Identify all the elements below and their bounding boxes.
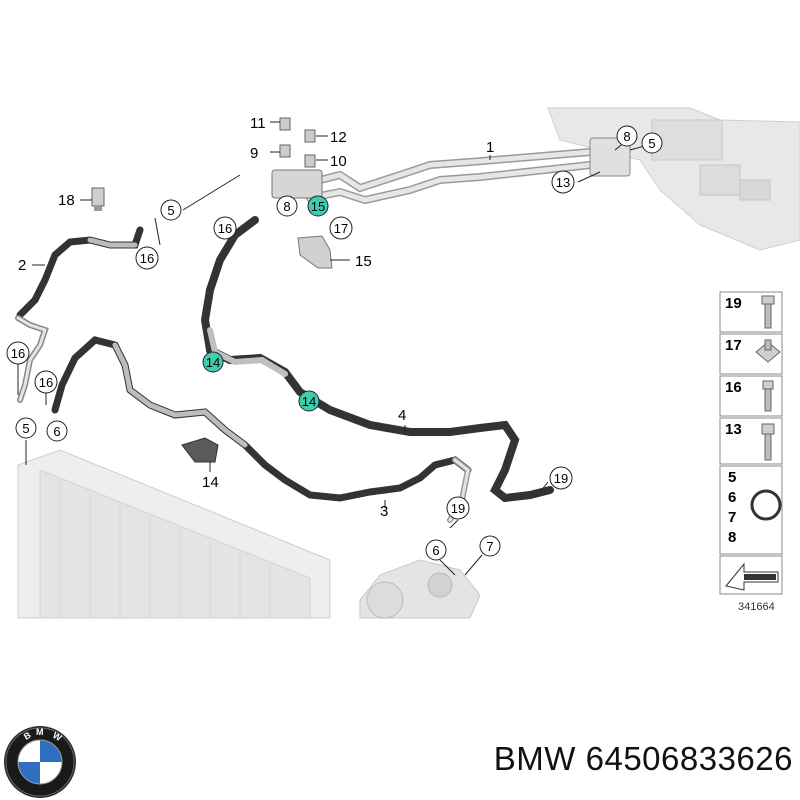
label-1: 1 <box>486 139 494 156</box>
label-12: 12 <box>330 129 347 146</box>
legend-ring-8: 8 <box>728 529 736 546</box>
callout-13: 13 <box>551 170 575 194</box>
svg-text:16: 16 <box>140 251 154 266</box>
legend-ring-5: 5 <box>728 469 736 486</box>
callout-5b: 5 <box>641 132 663 154</box>
bolt-13-icon <box>761 423 775 461</box>
callout-16c: 16 <box>6 341 30 365</box>
callout-16b: 16 <box>135 246 159 270</box>
bolt-19-icon <box>761 295 775 329</box>
nut-17-icon <box>755 339 781 363</box>
callout-5a: 5 <box>160 199 182 221</box>
bracket-14 <box>181 437 219 463</box>
svg-text:14: 14 <box>206 355 220 370</box>
svg-text:M: M <box>36 727 44 737</box>
legend-num-13: 13 <box>725 421 742 438</box>
pipe-2 <box>15 226 144 403</box>
callout-17: 17 <box>329 216 353 240</box>
hardware-legend: 19 17 16 13 5 6 7 8 341664 <box>719 291 783 613</box>
o-ring-icon <box>750 489 782 521</box>
callout-16d: 16 <box>34 370 58 394</box>
callout-7: 7 <box>479 535 501 557</box>
svg-text:15: 15 <box>311 199 325 214</box>
label-9: 9 <box>250 145 258 162</box>
caps-9-12 <box>279 117 316 168</box>
pipe-1 <box>271 137 631 205</box>
svg-text:8: 8 <box>623 129 630 144</box>
label-11: 11 <box>250 115 266 132</box>
svg-text:17: 17 <box>334 221 348 236</box>
svg-text:14: 14 <box>302 394 316 409</box>
svg-text:5: 5 <box>22 421 29 436</box>
callout-6b: 6 <box>425 539 447 561</box>
bracket-15 <box>297 235 333 269</box>
label-10: 10 <box>330 153 347 170</box>
callout-6a: 6 <box>46 420 68 442</box>
callout-5c: 5 <box>15 417 37 439</box>
reference-number: 341664 <box>738 601 775 613</box>
legend-ring-6: 6 <box>728 489 736 506</box>
label-3: 3 <box>380 503 388 520</box>
svg-text:16: 16 <box>11 346 25 361</box>
bmw-logo: B M W <box>4 726 76 798</box>
callout-8b: 8 <box>276 195 298 217</box>
callout-14a: 14 <box>202 351 224 373</box>
callout-19: 19 <box>549 466 573 490</box>
arrow-icon <box>725 562 779 591</box>
callout-14b: 14 <box>298 390 320 412</box>
part-number: BMW 64506833626 <box>493 740 793 777</box>
compressor <box>359 559 481 619</box>
svg-text:19: 19 <box>451 501 465 516</box>
svg-text:6: 6 <box>53 424 60 439</box>
callout-16a: 16 <box>213 216 237 240</box>
valve-18 <box>91 187 105 211</box>
svg-text:7: 7 <box>486 539 493 554</box>
legend-ring-7: 7 <box>728 509 736 526</box>
svg-text:5: 5 <box>167 203 174 218</box>
svg-text:13: 13 <box>556 175 570 190</box>
label-15: 15 <box>355 253 372 270</box>
label-18: 18 <box>58 192 75 209</box>
condenser <box>17 449 331 619</box>
svg-text:5: 5 <box>648 136 655 151</box>
svg-text:6: 6 <box>432 543 439 558</box>
label-4: 4 <box>398 407 406 424</box>
svg-text:8: 8 <box>283 199 290 214</box>
bolt-16-icon <box>762 380 774 412</box>
hose-4 <box>200 216 554 503</box>
label-14: 14 <box>202 474 219 491</box>
svg-text:19: 19 <box>554 471 568 486</box>
svg-text:16: 16 <box>218 221 232 236</box>
svg-text:B: B <box>22 730 33 742</box>
legend-num-19: 19 <box>725 295 742 312</box>
callout-19b: 19 <box>446 496 470 520</box>
legend-num-16: 16 <box>725 379 742 396</box>
callout-8a: 8 <box>616 125 638 147</box>
svg-text:16: 16 <box>39 375 53 390</box>
label-2: 2 <box>18 257 26 274</box>
legend-num-17: 17 <box>725 337 742 354</box>
callout-15: 15 <box>307 195 329 217</box>
